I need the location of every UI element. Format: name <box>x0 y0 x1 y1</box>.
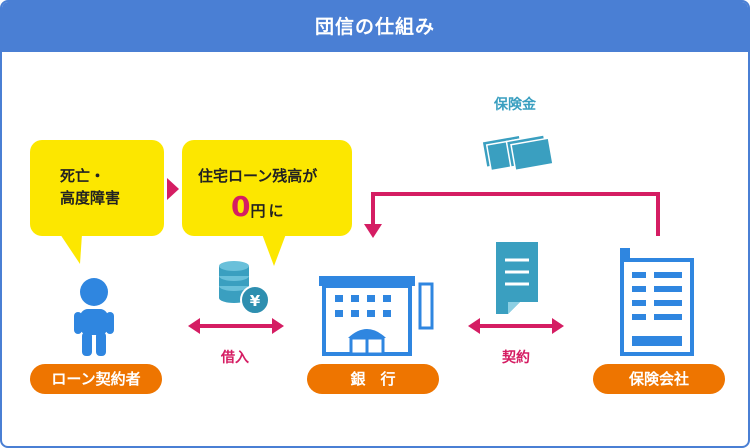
bank-label: 銀 行 <box>307 364 439 394</box>
borrower-label: ローン契約者 <box>30 364 162 394</box>
svg-text:¥: ¥ <box>250 292 261 310</box>
zero-value: 0 <box>231 190 251 223</box>
payout-label: 保険金 <box>494 97 536 113</box>
insurer-label: 保険会社 <box>593 364 725 394</box>
bubble-left-line2: 高度障害 <box>60 189 121 207</box>
diagram-title: 団信の仕組み <box>314 16 435 38</box>
title-bar: 団信の仕組み <box>2 2 748 52</box>
bubble-loan-zero <box>182 140 352 236</box>
ni-particle: に <box>268 202 284 220</box>
bubble-death-disability <box>30 140 164 236</box>
bubble-left-line1: 死亡・ <box>60 167 106 185</box>
bubble-right-line2: 0円に <box>231 190 284 223</box>
yen-unit: 円 <box>250 202 266 220</box>
contract-label: 契約 <box>502 350 530 366</box>
loan-label: 借入 <box>221 350 249 366</box>
bubble-right-line1: 住宅ローン残高が <box>198 167 318 185</box>
